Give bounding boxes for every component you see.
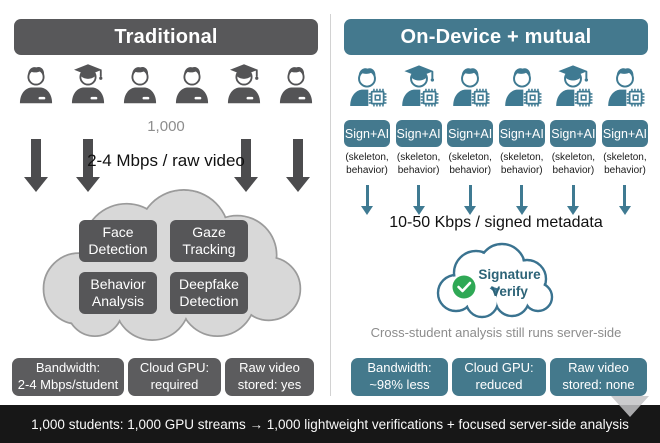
traditional-title: Traditional <box>114 25 218 48</box>
device-column: Sign+AI (skeleton,behavior) <box>550 120 597 215</box>
down-arrow-icon <box>234 139 258 193</box>
signature-verify-label: Signature Verify <box>462 267 557 301</box>
stat-gpu-traditional: Cloud GPU: required <box>128 358 221 396</box>
down-arrow-icon <box>412 185 425 215</box>
ondevice-header: On-Device + mutual <box>344 19 648 55</box>
stat-bandwidth-ondevice: Bandwidth: ~98% less <box>351 358 448 396</box>
student-icon <box>170 61 214 109</box>
signature-line: Verify <box>491 283 528 299</box>
down-arrow-icon <box>76 139 100 193</box>
device-column: Sign+AI (skeleton,behavior) <box>447 120 494 215</box>
chip-icon <box>626 87 648 109</box>
stat-line: Cloud GPU: <box>139 360 210 376</box>
student-icon <box>602 61 648 113</box>
student-icon <box>344 61 390 113</box>
down-arrow-icon <box>618 185 631 215</box>
sign-columns: Sign+AI(skeleton,behavior)Sign+AI(skelet… <box>344 120 648 215</box>
graduate-student-icon <box>396 61 442 113</box>
cloud-box-deepfake-detection: Deepfake Detection <box>170 272 248 314</box>
sign-ai-badge: Sign+AI <box>550 120 597 147</box>
ondevice-stream-label: 10-50 Kbps / signed metadata <box>389 214 603 231</box>
students-count-label: 1,000 <box>147 118 185 135</box>
student-icon <box>499 61 545 113</box>
chip-icon <box>368 87 390 109</box>
sign-ai-badge: Sign+AI <box>498 120 545 147</box>
cloud-box-gaze-tracking: Gaze Tracking <box>170 220 248 262</box>
stat-line: required <box>150 377 199 392</box>
summary-footer-bar: 1,000 students: 1,000 GPU streams → 1,00… <box>0 405 660 443</box>
badge-caption: (skeleton,behavior) <box>345 152 389 176</box>
graduate-student-icon <box>222 61 266 109</box>
sign-ai-badge: Sign+AI <box>601 120 648 147</box>
watermark-triangle-icon <box>611 396 649 417</box>
sign-ai-badge: Sign+AI <box>447 120 494 147</box>
device-column: Sign+AI (skeleton,behavior) <box>498 120 545 215</box>
stat-line: Bandwidth: <box>367 360 432 376</box>
down-arrow-icon <box>567 185 580 215</box>
stat-line: Cloud GPU: <box>464 360 534 376</box>
badge-caption: (skeleton,behavior) <box>603 152 647 176</box>
badge-caption: (skeleton,behavior) <box>448 152 492 176</box>
device-column: Sign+AI (skeleton,behavior) <box>601 120 648 215</box>
signature-line: Signature <box>478 267 541 282</box>
down-arrow-icon <box>286 139 310 193</box>
verified-check-icon <box>452 275 476 299</box>
stat-line: 2-4 Mbps/student <box>17 377 119 392</box>
student-icon <box>14 61 58 109</box>
stat-line: stored: yes <box>237 377 302 392</box>
sign-ai-badge: Sign+AI <box>395 120 442 147</box>
stat-storage-ondevice: Raw video stored: none <box>550 358 647 396</box>
summary-footer-text: 1,000 students: 1,000 GPU streams → 1,00… <box>31 416 629 432</box>
device-column: Sign+AI (skeleton,behavior) <box>395 120 442 215</box>
cloud-box-face-detection: Face Detection <box>79 220 157 262</box>
stat-line: Raw video <box>568 360 629 376</box>
student-icon <box>274 61 318 109</box>
stat-line: Raw video <box>239 360 300 376</box>
verify-cloud-icon <box>436 242 554 319</box>
stat-storage-traditional: Raw video stored: yes <box>225 358 314 396</box>
cloud-box-behavior-analysis: Behavior Analysis <box>79 272 157 314</box>
down-arrow-icon <box>515 185 528 215</box>
device-column: Sign+AI (skeleton,behavior) <box>344 120 390 215</box>
graduate-student-icon <box>66 61 110 109</box>
badge-caption: (skeleton,behavior) <box>500 152 544 176</box>
down-arrow-icon <box>361 185 373 215</box>
server-side-note: Cross-student analysis still runs server… <box>370 325 622 340</box>
stat-line: Bandwidth: <box>35 360 101 376</box>
chip-icon <box>419 87 442 109</box>
stat-line: ~98% less <box>369 377 430 392</box>
students-row-traditional <box>14 61 318 117</box>
stat-gpu-ondevice: Cloud GPU: reduced <box>452 358 546 396</box>
chip-icon <box>574 87 596 109</box>
stat-line: reduced <box>475 377 523 392</box>
traditional-stream-label: 2-4 Mbps / raw video <box>87 151 245 170</box>
traditional-header: Traditional <box>14 19 318 55</box>
panel-divider <box>330 14 331 396</box>
down-arrow-icon <box>24 139 48 193</box>
server-cloud-icon <box>42 189 302 341</box>
sign-ai-badge: Sign+AI <box>344 120 390 147</box>
ondevice-title: On-Device + mutual <box>400 25 592 48</box>
chip-icon <box>523 87 545 109</box>
student-icon <box>447 61 493 113</box>
badge-caption: (skeleton,behavior) <box>551 152 596 176</box>
students-row-ondevice <box>344 61 648 117</box>
stat-bandwidth-traditional: Bandwidth: 2-4 Mbps/student <box>12 358 124 396</box>
chip-icon <box>471 87 493 109</box>
graduate-student-icon <box>550 61 596 113</box>
badge-caption: (skeleton,behavior) <box>396 152 441 176</box>
student-icon <box>118 61 162 109</box>
stat-line: stored: none <box>562 377 635 392</box>
down-arrow-icon <box>464 185 477 215</box>
